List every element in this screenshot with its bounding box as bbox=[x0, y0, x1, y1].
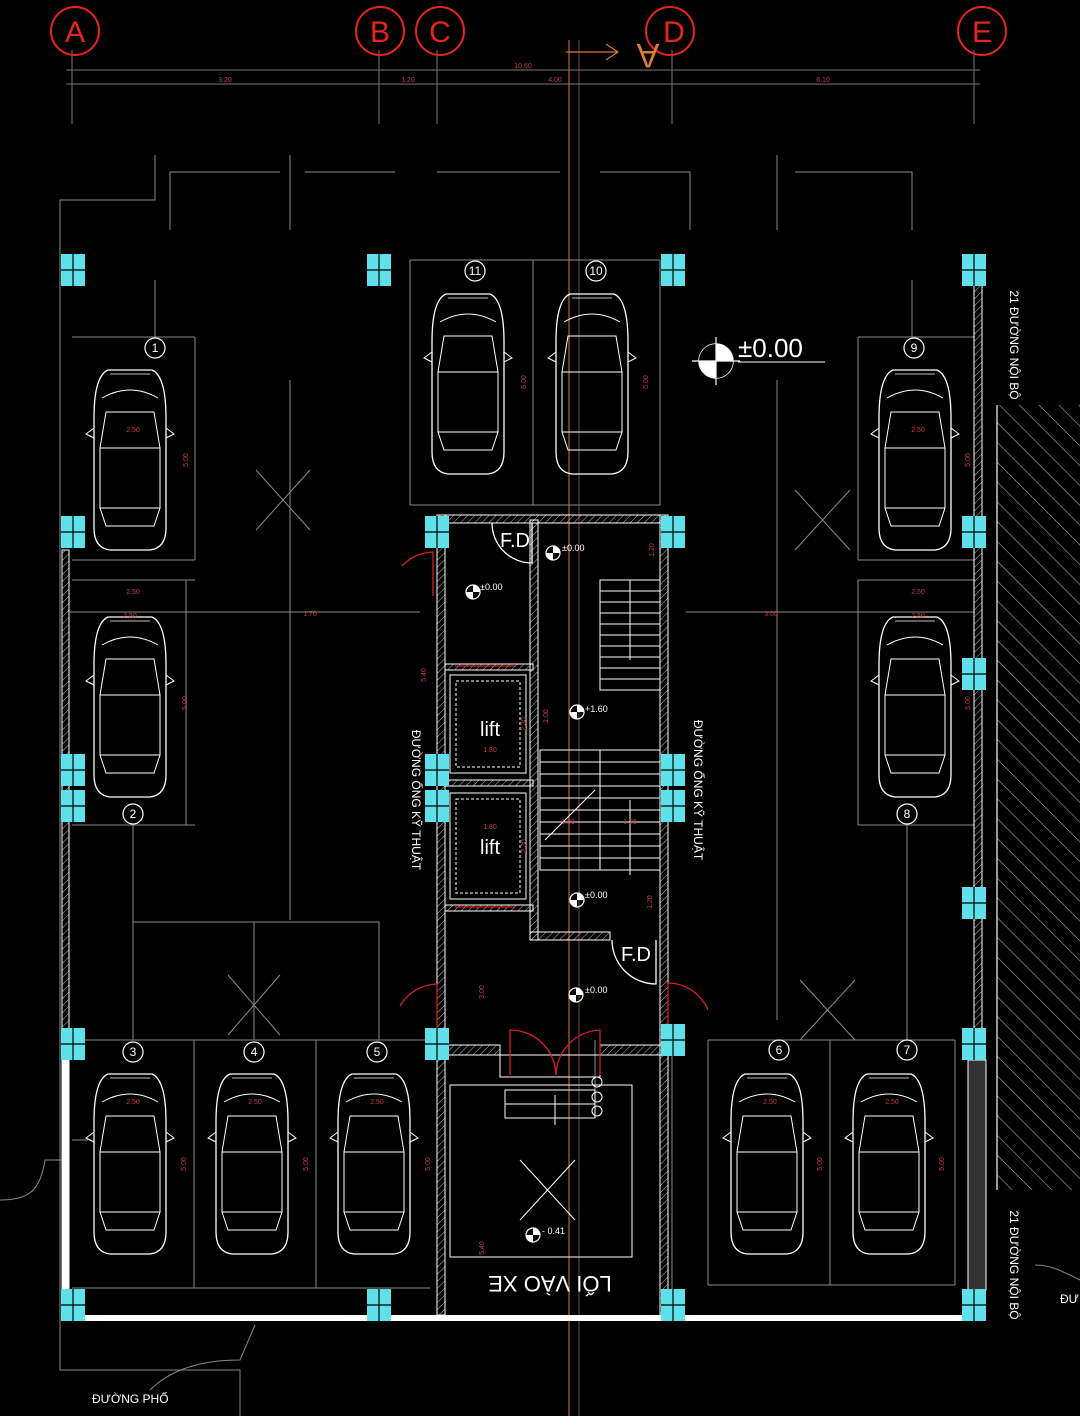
vertical-label-left: ĐƯỜNG ỐNG KỸ THUẬT bbox=[409, 730, 424, 871]
parked-cars bbox=[85, 293, 960, 1255]
level-main: ±0.00 bbox=[738, 333, 803, 363]
lift-label-1: lift bbox=[480, 719, 500, 741]
staircase bbox=[449, 579, 661, 1258]
svg-text:1.20: 1.20 bbox=[561, 819, 575, 826]
level-stair-bottom: ±0.00 bbox=[585, 890, 607, 900]
svg-text:5.00: 5.00 bbox=[817, 1157, 824, 1171]
dim-total: 10.60 bbox=[514, 63, 532, 70]
svg-text:5.40: 5.40 bbox=[421, 668, 428, 682]
svg-text:2.50: 2.50 bbox=[911, 427, 925, 434]
axis-label-e: E bbox=[972, 16, 992, 49]
svg-text:5.00: 5.00 bbox=[181, 1157, 188, 1171]
svg-text:3.00: 3.00 bbox=[479, 985, 486, 999]
svg-text:1.20: 1.20 bbox=[647, 895, 654, 909]
svg-text:1.20: 1.20 bbox=[649, 543, 656, 557]
svg-text:2.50: 2.50 bbox=[248, 1099, 262, 1106]
spot-number-2: 2 bbox=[130, 807, 137, 821]
entrance-label: LỐI VÀO XE bbox=[488, 1271, 612, 1297]
spot-number-3: 3 bbox=[130, 1045, 137, 1059]
svg-text:2.50: 2.50 bbox=[126, 1099, 140, 1106]
section-marker-label: A bbox=[636, 36, 659, 74]
outer-walls bbox=[61, 284, 987, 1321]
spot-number-10: 10 bbox=[589, 264, 603, 278]
spot-number-8: 8 bbox=[904, 807, 911, 821]
street-label: ĐƯỜNG PHỐ bbox=[92, 1391, 169, 1406]
svg-text:2.50: 2.50 bbox=[911, 613, 925, 620]
spot-number-7: 7 bbox=[904, 1043, 911, 1057]
spot-dimensions: 2.50 5.00 2.50 2.50 5.00 1.70 3.00 2.50 … bbox=[123, 375, 972, 1255]
lift-shafts bbox=[449, 674, 527, 900]
dim-seg-3: 4.00 bbox=[548, 77, 562, 84]
section-arrow bbox=[566, 43, 620, 61]
svg-text:2.50: 2.50 bbox=[763, 1099, 777, 1106]
svg-text:2.30: 2.30 bbox=[521, 717, 528, 731]
axis-label-b: B bbox=[370, 16, 390, 49]
svg-text:2.50: 2.50 bbox=[126, 589, 140, 596]
svg-text:5.00: 5.00 bbox=[965, 453, 972, 467]
dim-seg-4: 6.10 bbox=[816, 77, 830, 84]
vertical-label-right: ĐƯỜNG ỐNG KỸ THUẬT bbox=[691, 720, 706, 861]
spot-number-5: 5 bbox=[374, 1045, 381, 1059]
svg-text:2.50: 2.50 bbox=[123, 613, 137, 620]
svg-text:1.70: 1.70 bbox=[303, 611, 317, 618]
svg-text:5.00: 5.00 bbox=[303, 1157, 310, 1171]
fire-door-label-2: F.D bbox=[621, 944, 651, 966]
svg-text:5.00: 5.00 bbox=[965, 696, 972, 710]
spot-number-1: 1 bbox=[152, 341, 159, 355]
columns bbox=[60, 253, 987, 1322]
svg-text:2.50: 2.50 bbox=[911, 589, 925, 596]
axis-grid bbox=[66, 50, 980, 124]
spot-number-6: 6 bbox=[776, 1043, 783, 1057]
dim-seg-2: 1.20 bbox=[401, 77, 415, 84]
fire-door-label-1: F.D bbox=[500, 530, 530, 552]
axis-label-a: A bbox=[65, 16, 85, 49]
step-markers bbox=[591, 1076, 603, 1117]
svg-text:2.50: 2.50 bbox=[126, 427, 140, 434]
axis-label-d: D bbox=[663, 16, 685, 49]
svg-text:5.00: 5.00 bbox=[183, 453, 190, 467]
spot-number-4: 4 bbox=[251, 1045, 258, 1059]
lift-label-2: lift bbox=[480, 837, 500, 859]
svg-text:5.00: 5.00 bbox=[939, 1157, 946, 1171]
side-road-label-top: 21 ĐƯỜNG NỘI BỘ bbox=[1007, 290, 1022, 399]
level-entrance: ±0.00 bbox=[585, 985, 607, 995]
svg-text:2.50: 2.50 bbox=[370, 1099, 384, 1106]
street-label-right: ĐƯ bbox=[1060, 1292, 1079, 1306]
level-core-1: ±0.00 bbox=[562, 543, 584, 553]
fire-doors bbox=[491, 522, 657, 985]
level-landing: +1.60 bbox=[585, 704, 608, 714]
dim-seg-1: 3.20 bbox=[218, 77, 232, 84]
level-core-2: ±0.00 bbox=[480, 582, 502, 592]
neighbour-hatch bbox=[997, 405, 1080, 1190]
svg-text:5.00: 5.00 bbox=[643, 375, 650, 389]
svg-text:3.00: 3.00 bbox=[764, 611, 778, 618]
svg-text:1.80: 1.80 bbox=[483, 747, 497, 754]
core-walls bbox=[436, 514, 669, 1316]
parking-spot-markers bbox=[122, 260, 925, 1063]
side-road-label-bottom: 21 ĐƯỜNG NỘI BỘ bbox=[1007, 1210, 1022, 1319]
spot-number-9: 9 bbox=[911, 341, 918, 355]
spot-number-11: 11 bbox=[469, 264, 482, 278]
doors bbox=[399, 551, 709, 1076]
svg-text:1.80: 1.80 bbox=[483, 824, 497, 831]
layout-guides bbox=[0, 155, 1080, 1416]
svg-text:1.20: 1.20 bbox=[623, 819, 637, 826]
svg-text:5.00: 5.00 bbox=[425, 1157, 432, 1171]
level-ramp: - 0.41 bbox=[542, 1226, 565, 1236]
svg-text:5.40: 5.40 bbox=[479, 1241, 486, 1255]
svg-text:2.50: 2.50 bbox=[885, 1099, 899, 1106]
svg-text:5.00: 5.00 bbox=[182, 696, 189, 710]
svg-text:1.00: 1.00 bbox=[543, 709, 550, 723]
svg-text:5.00: 5.00 bbox=[521, 375, 528, 389]
axis-bubbles bbox=[50, 6, 1007, 56]
svg-text:2.30: 2.30 bbox=[521, 839, 528, 853]
axis-label-c: C bbox=[429, 16, 451, 49]
